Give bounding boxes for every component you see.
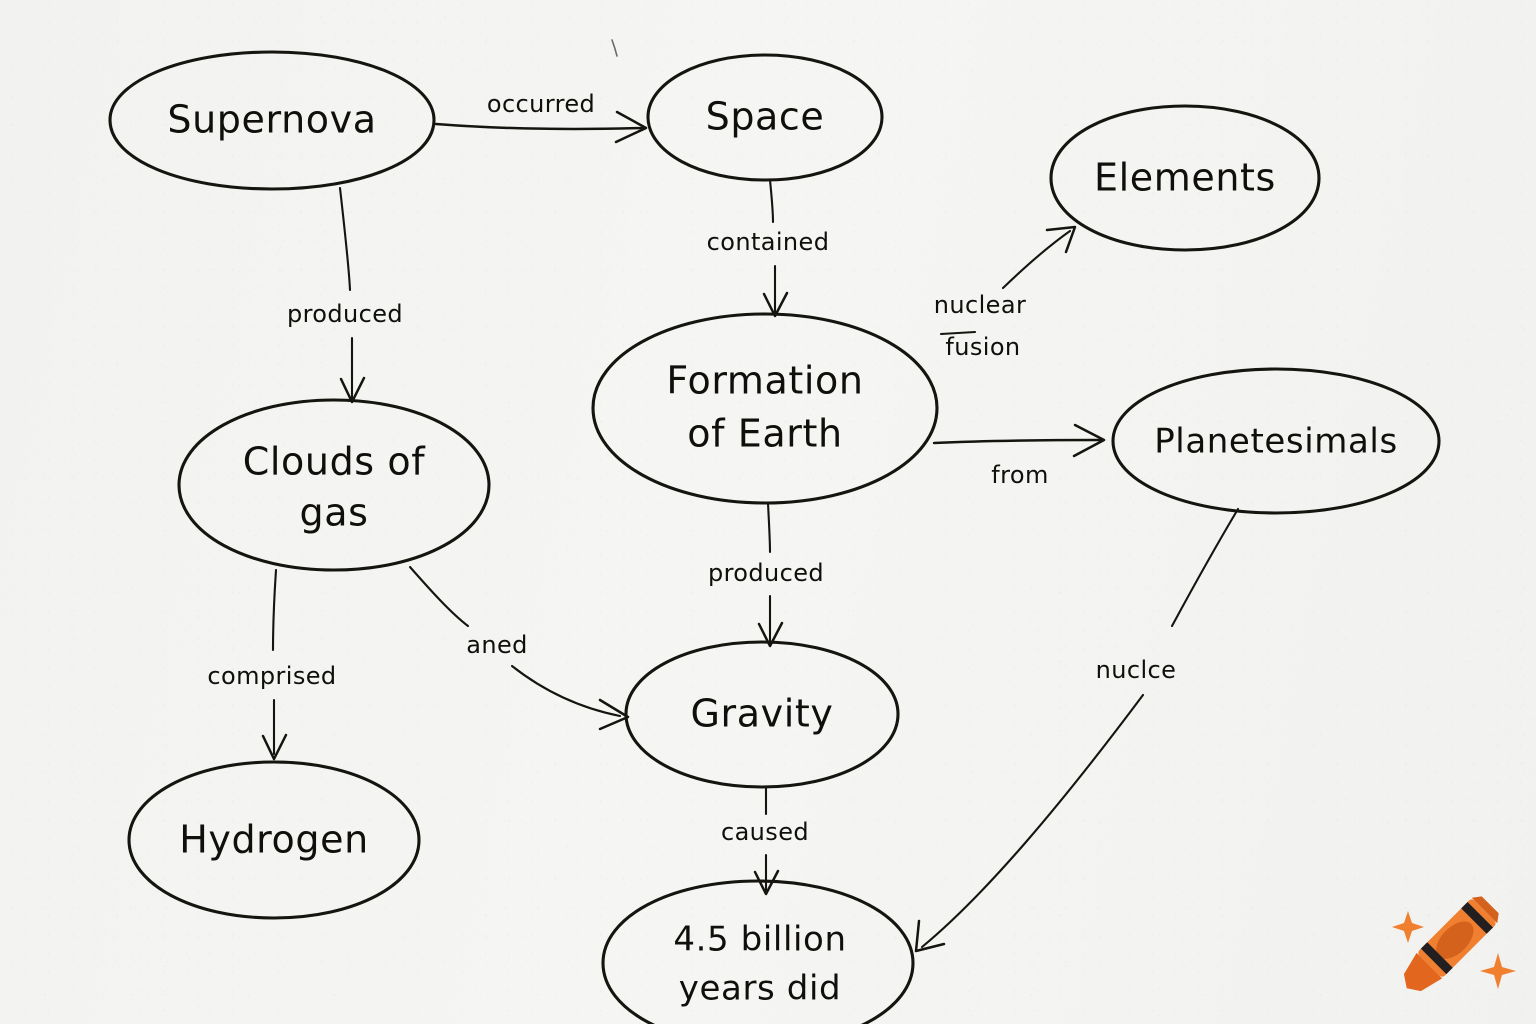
node-ellipse (624, 640, 900, 789)
fusion-f-crossbar (939, 330, 977, 336)
node-label: Planetesimals (1154, 422, 1398, 462)
crayon-icon (1392, 896, 1516, 992)
edge-label: produced (287, 300, 403, 328)
node-label: Gravity (691, 692, 834, 736)
edge-label: nuclce (1096, 656, 1177, 684)
edge-line-lower (510, 664, 622, 718)
node-label: Space (706, 95, 825, 139)
edge-label: occurred (487, 90, 595, 118)
edge-clouds-gravity: aned (408, 565, 630, 731)
arrow-head-icon (753, 869, 780, 896)
node-label-line2: of Earth (687, 412, 842, 456)
edge-supernova-space: occurred (434, 90, 648, 144)
crayon-tip (1403, 952, 1443, 992)
edge-gravity-age: caused (721, 785, 809, 896)
node-label: Elements (1094, 156, 1276, 200)
node-hydrogen[interactable]: Hydrogen (127, 760, 421, 920)
node-planetesimals[interactable]: Planetesimals (1111, 367, 1441, 515)
edge-line (434, 122, 644, 131)
node-age[interactable]: 4.5 billion years did (601, 879, 915, 1024)
node-label-line1: Clouds of (243, 440, 426, 484)
node-gravity[interactable]: Gravity (624, 640, 900, 789)
node-label: Hydrogen (179, 818, 369, 862)
crayon-band-left (1420, 942, 1453, 975)
sparkle-icon-bottom-right (1480, 953, 1516, 989)
crayon-logo-watermark (1392, 896, 1516, 992)
node-ellipse (127, 760, 421, 920)
arrow-head-icon (1045, 225, 1077, 254)
edge-line-upper (338, 186, 352, 292)
crayon-band-right (1461, 901, 1494, 934)
node-supernova[interactable]: Supernova (108, 50, 436, 191)
edge-label-line1: nuclear (934, 291, 1026, 319)
node-label-line1: Formation (666, 359, 863, 403)
node-ellipse (108, 50, 436, 191)
edge-formation-gravity: produced (708, 501, 824, 648)
edge-line-upper (271, 568, 278, 652)
node-label-line2: years did (679, 969, 841, 1009)
edge-line-lower (920, 693, 1145, 949)
arrow-head-icon (598, 698, 630, 731)
node-ellipse (1111, 367, 1441, 515)
edge-label-line2: fusion (945, 333, 1020, 361)
edge-line-upper (408, 565, 470, 628)
arrow-head-icon (1072, 423, 1106, 458)
arrow-head-icon (757, 621, 784, 648)
node-space[interactable]: Space (646, 53, 884, 182)
edge-line-upper (1170, 507, 1240, 628)
edge-label: from (991, 461, 1048, 489)
edge-label: caused (721, 818, 809, 846)
edge-line (932, 438, 1102, 445)
edge-line (1001, 229, 1072, 290)
node-elements[interactable]: Elements (1049, 104, 1321, 252)
node-ellipse (1049, 104, 1321, 252)
sparkle-icon-top-left (1392, 911, 1424, 943)
edge-clouds-hydrogen: comprised (207, 568, 336, 761)
node-clouds-of-gas[interactable]: Clouds of gas (177, 398, 491, 572)
edge-supernova-clouds: produced (287, 186, 403, 404)
crayon-body-label (1436, 921, 1474, 959)
node-ellipse (591, 312, 939, 505)
edge-formation-elements: nuclear fusion (934, 225, 1077, 361)
arrow-head-icon (261, 733, 288, 761)
arrow-head-icon (762, 291, 789, 318)
edge-formation-planetesimals: from (932, 423, 1106, 489)
edge-label: produced (708, 559, 824, 587)
node-ellipse (646, 53, 884, 182)
crayon-end (1471, 896, 1499, 924)
node-label: Supernova (167, 98, 376, 142)
arrow-head-icon (914, 919, 946, 953)
edge-line-upper (766, 501, 772, 554)
node-ellipse (601, 879, 915, 1024)
edge-label: contained (707, 228, 830, 256)
arrow-head-icon (614, 110, 648, 144)
edge-planetesimals-age: nuclce (914, 507, 1240, 953)
edge-space-formation: contained (707, 178, 830, 318)
node-label-line2: gas (299, 491, 368, 535)
edge-line-upper (768, 178, 775, 224)
stray-mark (611, 39, 618, 57)
node-formation-of-earth[interactable]: Formation of Earth (591, 312, 939, 505)
edge-label: comprised (207, 662, 336, 690)
edge-label: aned (466, 631, 528, 659)
node-ellipse (177, 398, 491, 572)
node-label-line1: 4.5 billion (673, 920, 846, 960)
